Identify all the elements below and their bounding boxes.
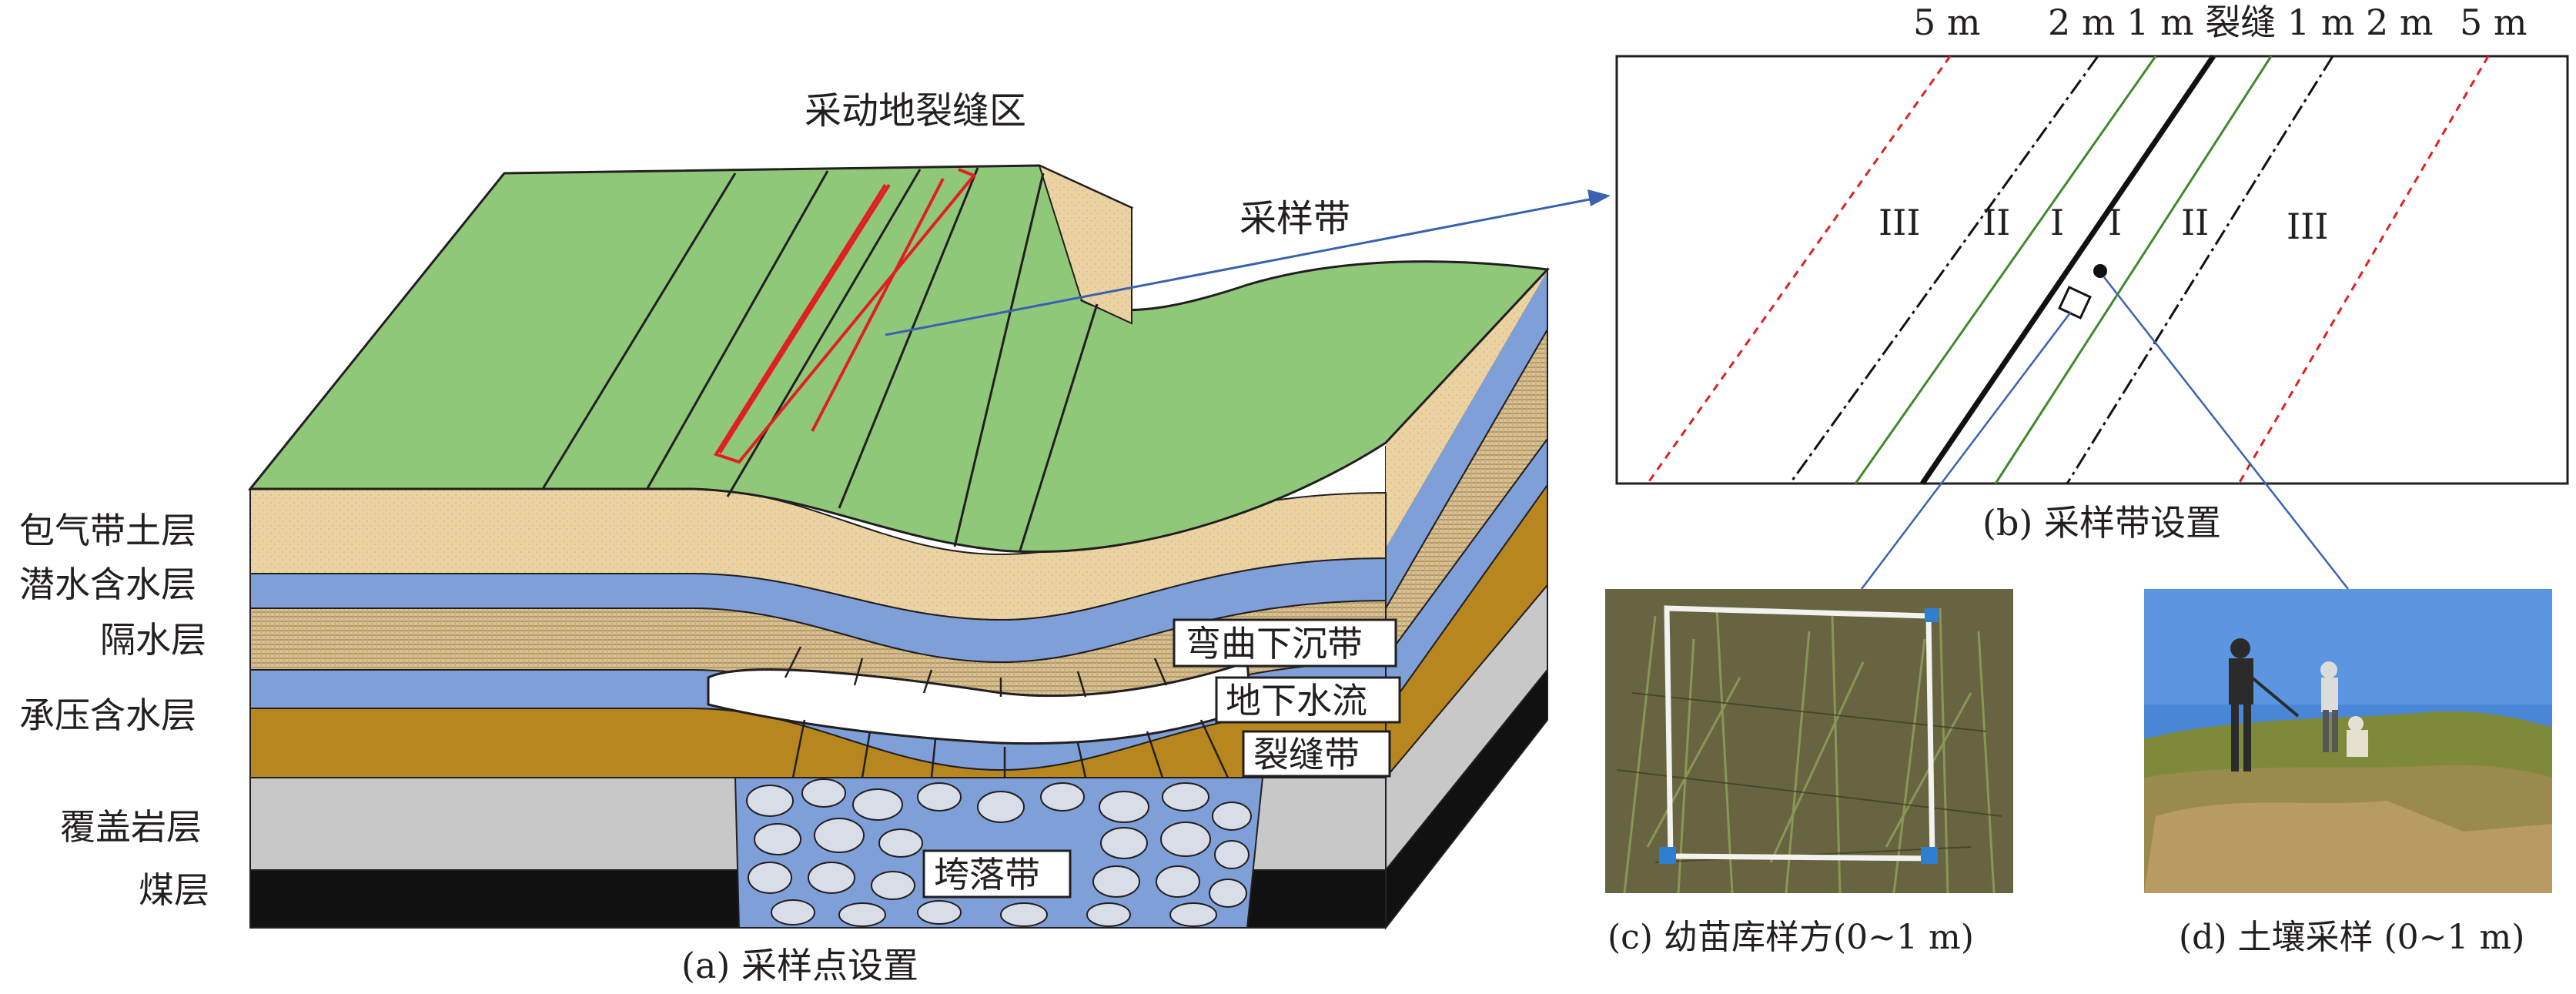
top-label-5m-left: 5 m (1913, 2, 1981, 43)
connector-c (1861, 311, 2072, 590)
zone-ii-right: II (2181, 202, 2209, 243)
top-label-5m-right: 5 m (2460, 2, 2527, 43)
layer-labels: 包气带土层 潜水含水层 隔水层 承压含水层 覆盖岩层 煤层 (19, 510, 209, 911)
layer-label-phreatic-aquifer: 潜水含水层 (19, 564, 196, 605)
zone-label-bending: 弯曲下沉带 (1173, 618, 1397, 668)
sampling-strip-label: 采样带 (1239, 197, 1350, 240)
line-5m-left (1646, 55, 1952, 484)
surface-top (247, 164, 1551, 554)
fracture-zone-blocks (784, 646, 1229, 778)
groundwater-flow-text: 地下水流 (1226, 680, 1367, 721)
zoom-arrow (885, 189, 1611, 336)
connector-d (2103, 276, 2349, 590)
soil-sample-point (2093, 264, 2107, 278)
caving-zone-text: 垮落带 (934, 854, 1040, 895)
panel-b: III II I I II III 5 m 2 m 1 m 裂缝 1 m 2 m… (1615, 2, 2569, 590)
zone-i-right: I (2108, 202, 2122, 243)
block-side-face (1385, 266, 1548, 930)
zone-label-groundwater: 地下水流 (1215, 676, 1401, 724)
line-2m-left (1788, 55, 2099, 484)
caption-a: (a) 采样点设置 (681, 945, 918, 986)
mining-crack-zone-title: 采动地裂缝区 (805, 89, 1026, 132)
top-label-middle: 2 m 1 m 裂缝 1 m 2 m (2048, 2, 2434, 43)
zone-iii-left: III (1878, 202, 1921, 243)
panel-d: (d) 土壤采样 (0~1 m) (2144, 589, 2552, 957)
zone-i-left: I (2050, 202, 2064, 243)
line-1m-left (1854, 55, 2157, 484)
zone-label-fracture: 裂缝带 (1242, 730, 1391, 778)
zone-iii-right: III (2287, 206, 2329, 247)
strip-lines (1646, 55, 2490, 485)
panel-a: 采动地裂缝区 采样带 包气带土层 潜水含水层 隔水层 承压含水层 覆盖岩层 煤层… (19, 89, 1611, 986)
layer-label-coal-seam: 煤层 (139, 869, 209, 911)
strip-frame (1615, 55, 2569, 485)
strip-zone-labels: III II I I II III (1878, 202, 2329, 247)
zone-label-caving: 垮落带 (922, 849, 1072, 899)
caption-c: (c) 幼苗库样方(0~1 m) (1607, 918, 1974, 957)
line-crack (1920, 55, 2216, 485)
layer-label-aquitard: 隔水层 (100, 619, 206, 661)
caption-d: (d) 土壤采样 (0~1 m) (2179, 918, 2524, 957)
soil-sampling-photo (2144, 589, 2552, 893)
line-2m-right (2066, 55, 2334, 484)
caption-b: (b) 采样带设置 (1982, 502, 2221, 544)
layer-label-confined-aquifer: 承压含水层 (19, 694, 196, 736)
panel-c: (c) 幼苗库样方(0~1 m) (1605, 589, 2013, 957)
line-1m-right (1994, 55, 2273, 484)
layer-label-vadose-soil: 包气带土层 (19, 510, 196, 551)
fracture-zone-text: 裂缝带 (1253, 734, 1360, 775)
layer-label-overburden: 覆盖岩层 (60, 806, 202, 848)
bending-zone-text: 弯曲下沉带 (1186, 623, 1363, 664)
zone-ii-left: II (1982, 202, 2010, 243)
quadrat-photo (1605, 589, 2013, 894)
